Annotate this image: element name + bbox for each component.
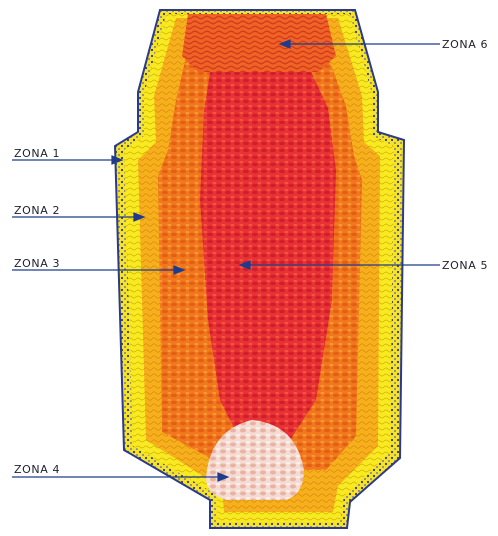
top-charge-layer [182,14,336,72]
label-zona-2: ZONA 2 [14,204,60,217]
label-zona-6: ZONA 6 [442,38,488,51]
label-zona-5: ZONA 5 [442,259,488,272]
label-zona-1: ZONA 1 [14,147,60,160]
core-layer [200,48,336,440]
label-zona-4: ZONA 4 [14,463,60,476]
label-zona-3: ZONA 3 [14,257,60,270]
